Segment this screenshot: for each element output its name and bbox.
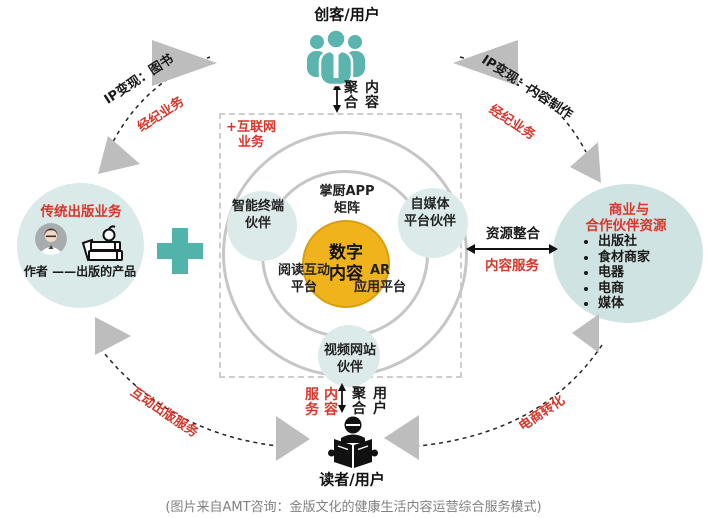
video-sites-dot [318,325,380,387]
reader-user-title: 读者/用户 [319,470,385,489]
business-partners-title-line2: 合作伙伴资源 [585,218,667,234]
plus-icon-vertical-bar [172,228,188,274]
partner-list: 出版社 食材商家 电器 电商 媒体 [582,234,650,312]
content-service-label: 内容服务 [485,258,539,274]
we-media-dot [398,188,468,258]
arrowhead-to-creator-right [453,40,518,86]
platform-video-sites: 视频网站 伙伴 [305,342,395,376]
app-matrix-line1: 掌厨APP [319,184,375,199]
author-product-label: 作者 ——出版的产品 [23,264,137,279]
business-partners-ellipse [553,184,703,323]
creator-user-title: 创客/用户 [314,5,380,24]
platform-we-media: 自媒体 平台伙伴 [385,196,475,230]
arc-top-right [459,56,587,153]
smart-terminal-dot [227,191,297,261]
reading-interactive-line1: 阅读互动 [277,263,330,278]
double-arrow-bottom-down-head [338,405,346,413]
author-avatar [35,223,67,255]
aggregate-users-label: 聚用 合户 [352,387,394,417]
platform-app-matrix: 掌厨APP 矩阵 [302,183,392,217]
reading-interactive-line2: 平台 [290,280,317,296]
arrowhead-to-creator-left [152,40,217,86]
arrowhead-to-right-ellipse [570,142,601,183]
double-arrow-right-right-head [549,244,558,254]
partner-item-food-merchants: 食材商家 [598,250,650,266]
arrowhead-to-reader-right [384,415,419,460]
partner-item-ecommerce: 电商 [598,281,650,297]
ar-line1: AR [369,263,391,278]
digital-content-core: 数字 内容 [302,220,390,308]
partner-item-appliances: 电器 [598,265,650,281]
traditional-publishing-title: 传统出版业务 [40,204,122,220]
resource-integration-label: 资源整合 [486,226,540,242]
video-sites-line2: 伙伴 [336,360,363,376]
double-arrow-top-down-head [333,105,341,113]
image-source-caption: (图片来自AMT咨询：金版文化的健康生活内容运营综合服务模式) [165,500,542,515]
app-matrix-line2: 矩阵 [333,201,360,217]
digital-content-line1: 数字 [329,242,363,263]
arrowhead-to-reader-left [276,416,310,461]
serve-content-row1: 服内 [305,387,343,403]
partner-item-publishers: 出版社 [598,234,650,250]
we-media-line2: 平台伙伴 [403,214,456,230]
video-sites-line1: 视频网站 [323,343,376,358]
arc-bottom-left [99,347,289,448]
books-apple-icon [79,224,125,264]
platform-smart-terminal: 智能终端 伙伴 [213,198,303,232]
smart-terminal-line2: 伙伴 [244,216,271,232]
platform-ar: AR 应用平台 [335,262,425,296]
smart-terminal-line1: 智能终端 [231,199,284,214]
digital-content-line2: 内容 [329,264,363,284]
aggregate-users-row2: 合户 [352,401,394,417]
aggregate-users-row1: 聚用 [352,386,394,402]
serve-content-row2: 务容 [305,402,343,418]
we-media-line1: 自媒体 [410,197,450,212]
arrowhead-from-left-ellipse [95,317,131,355]
aggregate-content-label: 聚内 合容 [344,81,386,111]
platform-reading-interactive: 阅读互动 平台 [259,262,349,296]
ar-line2: 应用平台 [353,280,406,296]
internet-business-label: +互联网 业务 [222,120,280,150]
business-partners-title-line1: 商业与 [608,202,650,218]
double-arrow-right-left-head [466,244,475,254]
reader-icon [327,415,379,469]
aggregate-content-row1: 聚内 [344,80,386,96]
arrowhead-from-right-ellipse [572,314,599,353]
aggregate-content-row2: 合容 [344,95,386,111]
arc-bottom-right [406,344,603,448]
double-arrow-bottom-up-head [338,383,346,391]
serve-content-label: 服内 务容 [305,388,343,418]
internet-business-line2: 业务 [237,135,264,150]
internet-business-line1: +互联网 [226,120,276,135]
people-group-icon [303,27,369,87]
partner-item-media: 媒体 [598,296,650,312]
arrowhead-to-left-ellipse [98,136,140,174]
